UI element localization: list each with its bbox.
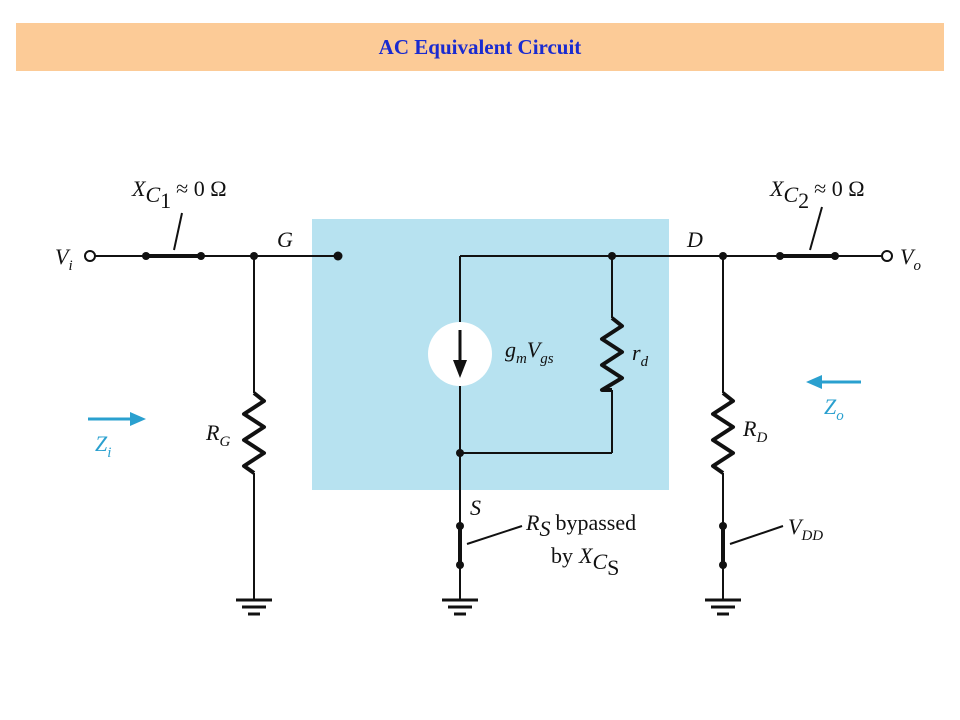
page-title: AC Equivalent Circuit (378, 34, 582, 59)
source-label: S (470, 495, 481, 520)
zi-arrow (88, 412, 146, 426)
vi-label: Vi (55, 244, 73, 274)
xc1-label: XC1≈ 0 Ω (131, 176, 227, 213)
vi-terminal (84, 250, 96, 262)
gate-node (333, 251, 343, 261)
vo-label: Vo (900, 244, 921, 274)
output-wiring (612, 206, 893, 262)
drain-label: D (686, 227, 703, 252)
gate-label: G (277, 227, 293, 252)
zo-arrow (806, 375, 861, 389)
gm-vgs-label: gmVgs (505, 337, 554, 367)
xc2-leader (809, 206, 823, 251)
rd-small-label: rd (632, 340, 649, 370)
ground-gate (236, 598, 272, 616)
rg-resistor (242, 256, 266, 600)
input-wiring (84, 212, 343, 262)
rd-internal-resistor (600, 316, 624, 392)
dependent-current-source (428, 322, 492, 386)
vdd-switch (719, 522, 784, 600)
ground-drain (705, 598, 741, 616)
vdd-label: VDD (788, 514, 823, 544)
rg-label: RG (205, 420, 230, 450)
rd-label: RD (742, 416, 767, 446)
xc1-leader (173, 212, 183, 251)
zi-label: Zi (95, 431, 111, 461)
rd-resistor (711, 256, 735, 526)
title-bar: AC Equivalent Circuit (16, 23, 944, 71)
ground-source (442, 598, 478, 616)
vo-terminal (881, 250, 893, 262)
rs-bypass-switch (456, 522, 523, 569)
xc2-label: XC2≈ 0 Ω (769, 176, 865, 213)
zo-label: Zo (824, 394, 844, 424)
